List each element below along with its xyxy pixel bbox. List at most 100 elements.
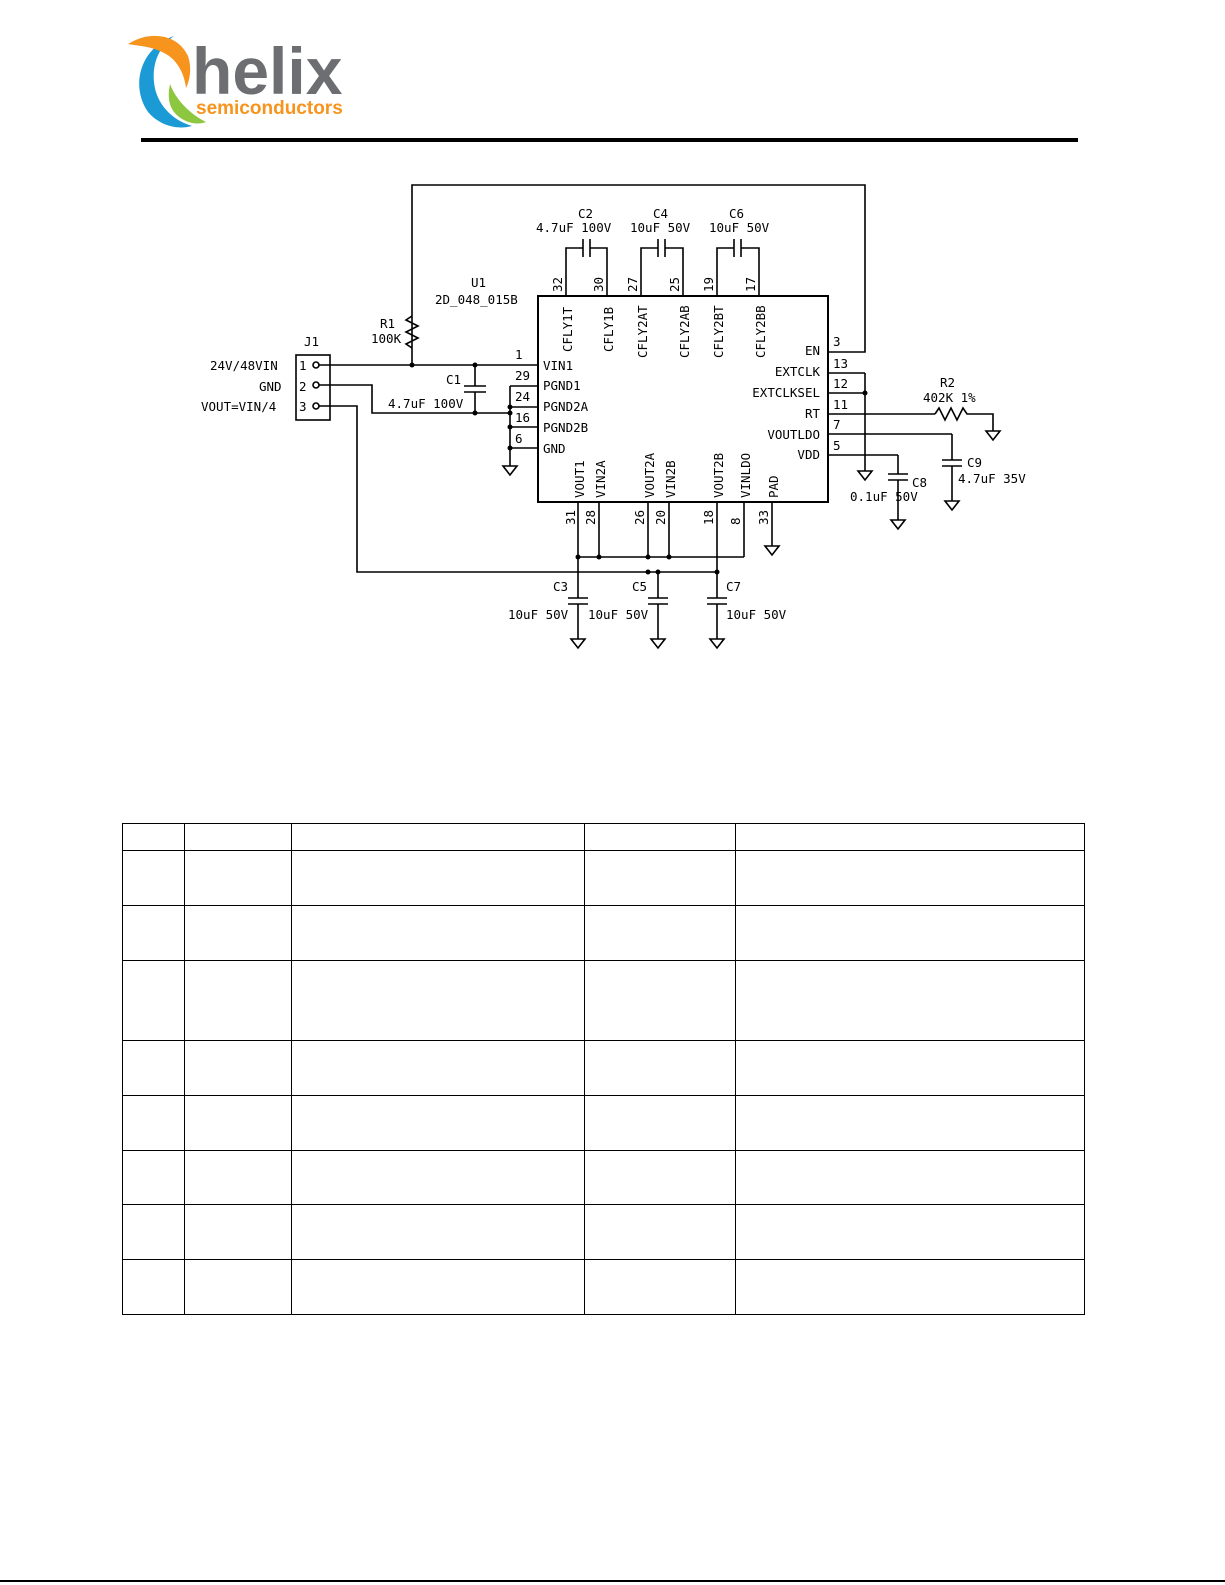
logo-swirl-blue — [139, 36, 192, 128]
svg-text:PGND1: PGND1 — [543, 378, 581, 393]
header-rule — [141, 138, 1078, 142]
svg-text:7: 7 — [833, 417, 841, 432]
svg-text:PGND2B: PGND2B — [543, 420, 588, 435]
table-row — [122, 1040, 1085, 1096]
svg-text:VDD: VDD — [797, 447, 820, 462]
c3-ref: C3 — [553, 579, 568, 594]
j1-pin-3: 3 VOUT=VIN/4 — [201, 399, 320, 414]
logo-swirl-green — [168, 84, 206, 124]
c4-ref: C4 — [653, 206, 668, 221]
svg-text:33: 33 — [756, 510, 771, 525]
c5-value: 10uF 50V — [588, 607, 649, 622]
j1-ref: J1 — [304, 334, 319, 349]
svg-text:17: 17 — [743, 277, 758, 292]
svg-text:VOUT1: VOUT1 — [572, 460, 587, 498]
svg-text:VOUTLDO: VOUTLDO — [767, 427, 820, 442]
svg-text:1: 1 — [299, 358, 307, 373]
svg-text:EXTCLK: EXTCLK — [775, 364, 821, 379]
r2-resistor — [934, 406, 994, 431]
svg-text:CFLY1T: CFLY1T — [560, 306, 575, 352]
svg-text:VOUT=VIN/4: VOUT=VIN/4 — [201, 399, 276, 414]
svg-text:32: 32 — [550, 277, 565, 292]
r1-resistor — [404, 315, 420, 349]
svg-text:26: 26 — [632, 510, 647, 525]
svg-text:CFLY2AB: CFLY2AB — [677, 305, 692, 358]
svg-text:2: 2 — [299, 379, 307, 394]
svg-text:19: 19 — [701, 277, 716, 292]
svg-text:VOUT2B: VOUT2B — [711, 453, 726, 498]
table-row — [122, 905, 1085, 961]
svg-text:3: 3 — [299, 399, 307, 414]
c1-ref: C1 — [446, 372, 461, 387]
table-row — [122, 850, 1085, 906]
svg-text:3: 3 — [833, 334, 841, 349]
gnd-symbol — [501, 465, 519, 477]
circuit-schematic: U1 2D_048_015B R1 100K J1 1 24V/48VIN 2 … — [201, 184, 1026, 650]
r1-ref: R1 — [380, 316, 395, 331]
c4-value: 10uF 50V — [630, 220, 691, 235]
c9-ref: C9 — [967, 455, 982, 470]
j1-pin-2: 2 GND — [259, 379, 320, 394]
logo-wordmark: helix — [192, 34, 343, 108]
c6-ref: C6 — [729, 206, 744, 221]
svg-text:GND: GND — [543, 441, 566, 456]
c3-value: 10uF 50V — [508, 607, 569, 622]
r1-value: 100K — [371, 331, 402, 346]
c7-ref: C7 — [726, 579, 741, 594]
svg-text:29: 29 — [515, 368, 530, 383]
c6-value: 10uF 50V — [709, 220, 770, 235]
svg-text:VIN2B: VIN2B — [663, 460, 678, 498]
c2-value: 4.7uF 100V — [536, 220, 612, 235]
u1-ref: U1 — [471, 275, 486, 290]
u1-right-pins: EN 3 EXTCLK 13 EXTCLKSEL 12 RT 11 VOUTLD… — [752, 334, 952, 462]
footer-rule — [0, 1580, 1225, 1582]
svg-text:30: 30 — [591, 277, 606, 292]
c2-ref: C2 — [578, 206, 593, 221]
svg-text:12: 12 — [833, 376, 848, 391]
svg-text:31: 31 — [563, 510, 578, 525]
table-row — [122, 1150, 1085, 1205]
svg-text:5: 5 — [833, 438, 841, 453]
c8-ref: C8 — [912, 475, 927, 490]
svg-text:16: 16 — [515, 410, 530, 425]
table-row — [122, 1204, 1085, 1260]
svg-text:8: 8 — [728, 517, 743, 525]
svg-text:13: 13 — [833, 356, 848, 371]
c1-value: 4.7uF 100V — [388, 396, 464, 411]
helix-logo: helix semiconductors — [128, 34, 343, 128]
svg-text:24: 24 — [515, 389, 530, 404]
svg-text:VIN1: VIN1 — [543, 358, 573, 373]
svg-text:RT: RT — [805, 406, 821, 421]
r2-value: 402K 1% — [923, 390, 976, 405]
c7-value: 10uF 50V — [726, 607, 787, 622]
svg-text:PGND2A: PGND2A — [543, 399, 589, 414]
j1-pin-1: 1 24V/48VIN — [210, 358, 320, 373]
svg-text:EN: EN — [805, 343, 820, 358]
r2-ref: R2 — [940, 375, 955, 390]
svg-text:CFLY2AT: CFLY2AT — [635, 305, 650, 358]
logo-tagline: semiconductors — [196, 98, 343, 119]
svg-text:11: 11 — [833, 397, 848, 412]
table-row — [122, 1095, 1085, 1151]
c8-value: 0.1uF 50V — [850, 489, 918, 504]
svg-text:24V/48VIN: 24V/48VIN — [210, 358, 278, 373]
svg-text:CFLY2BB: CFLY2BB — [753, 305, 768, 358]
svg-text:18: 18 — [701, 510, 716, 525]
svg-text:CFLY2BT: CFLY2BT — [711, 305, 726, 358]
svg-text:20: 20 — [653, 510, 668, 525]
svg-text:CFLY1B: CFLY1B — [601, 307, 616, 352]
u1-bottom-pins: 31 28 26 20 18 8 33 VOUT1 VIN2A VOUT2A V… — [563, 452, 781, 572]
svg-text:GND: GND — [259, 379, 282, 394]
svg-text:28: 28 — [583, 510, 598, 525]
u1-part: 2D_048_015B — [435, 292, 518, 307]
svg-text:6: 6 — [515, 431, 523, 446]
svg-text:25: 25 — [667, 277, 682, 292]
svg-text:VOUT2A: VOUT2A — [642, 452, 657, 498]
c9-value: 4.7uF 35V — [958, 471, 1026, 486]
svg-text:27: 27 — [625, 277, 640, 292]
j1-connector — [295, 354, 331, 421]
svg-text:PAD: PAD — [766, 475, 781, 498]
bom-table — [122, 823, 1085, 1315]
c5-ref: C5 — [632, 579, 647, 594]
svg-text:VIN2A: VIN2A — [593, 460, 608, 498]
